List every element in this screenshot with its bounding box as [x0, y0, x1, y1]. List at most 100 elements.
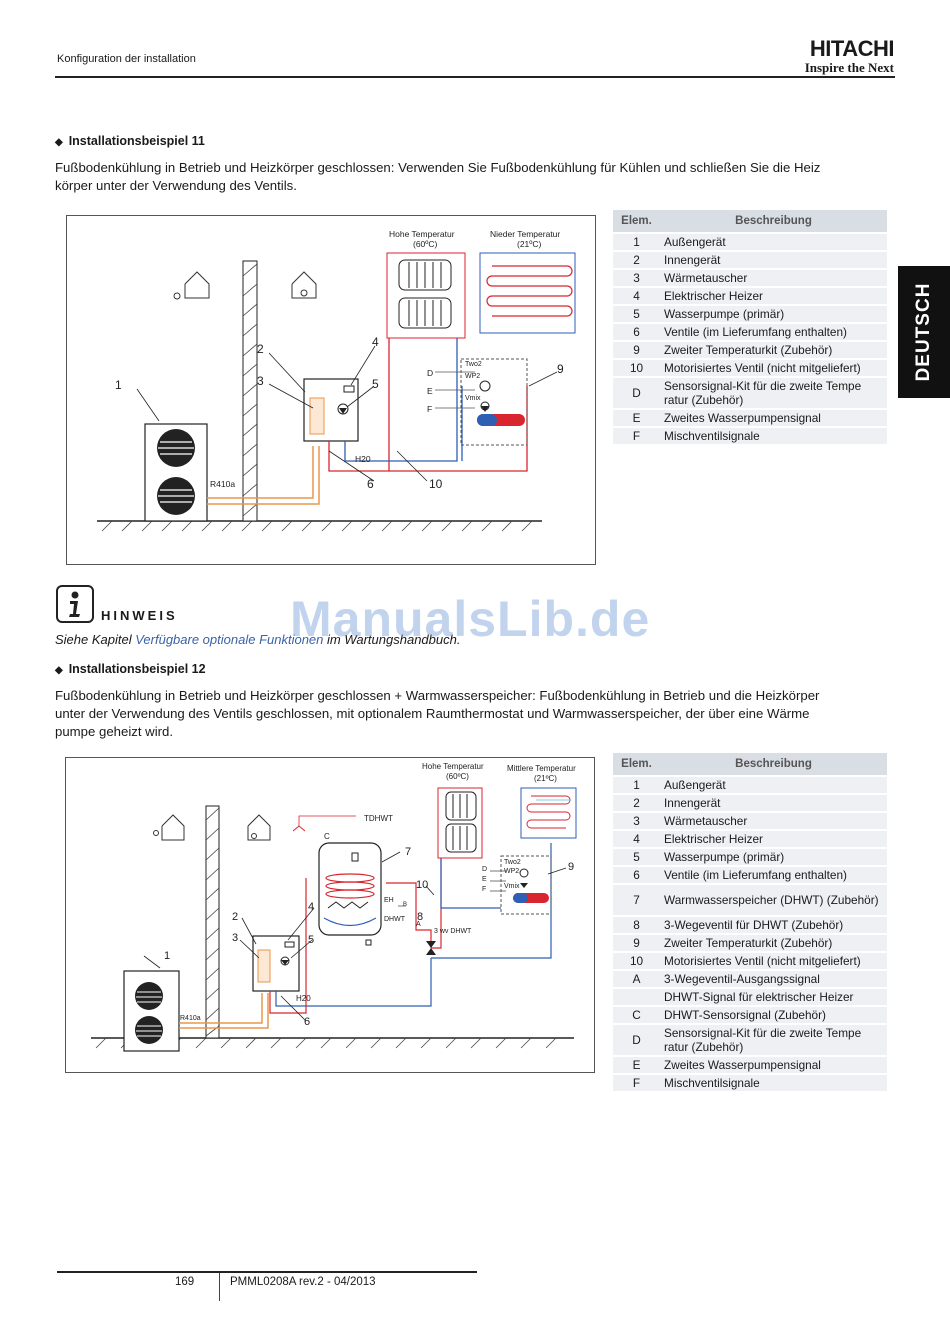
legend-key: D: [613, 1025, 660, 1055]
legend-desc: Motorisiertes Ventil (nicht mitgeliefert…: [660, 953, 887, 969]
label-r410a: R410a: [180, 1015, 201, 1022]
legend-desc: Ventile (im Lieferumfang enthalten): [660, 867, 887, 883]
callout-6: 6: [304, 1016, 310, 1028]
legend-desc: 3-Wegeventil-Ausgangssignal: [660, 971, 887, 987]
legend-row: DHWT-Signal für elektrischer Heizer: [613, 989, 887, 1005]
legend-key: F: [613, 1075, 660, 1091]
callout-10: 10: [416, 879, 428, 891]
house-icon: [173, 271, 317, 300]
legend-desc: Zweites Wasserpumpensignal: [660, 1057, 887, 1073]
diamond-bullet-icon: ◆: [55, 137, 63, 148]
hint-link[interactable]: Verfügbare optionale Funktionen: [135, 632, 324, 647]
dhw-tank: [318, 842, 382, 936]
callout-3: 3: [257, 374, 264, 388]
legend-desc: Außengerät: [660, 777, 887, 793]
diagram-example11: Hohe Temperatur (60ºC) Nieder Temperatur…: [66, 215, 596, 565]
label-wp2: WP2: [465, 373, 480, 380]
hint-text-post: im Wartungshandbuch.: [323, 632, 461, 647]
legend-key: E: [613, 410, 660, 426]
label-nieder-temperatur: Nieder Temperatur: [490, 229, 560, 239]
footer-separator: [219, 1273, 220, 1301]
legend-desc: Wärmetauscher: [660, 813, 887, 829]
label-two2: Two2: [504, 859, 521, 866]
legend-key: 4: [613, 288, 660, 304]
label-e: E: [427, 386, 433, 396]
callout-2: 2: [232, 911, 238, 923]
legend-desc: Sensorsignal-Kit für die zweite Tempe ra…: [660, 1025, 887, 1055]
legend-key: 3: [613, 270, 660, 286]
example11-line2: körper unter der Verwendung des Ventils.: [55, 178, 297, 193]
legend-key: 5: [613, 306, 660, 322]
legend-desc: Motorisiertes Ventil (nicht mitgeliefert…: [660, 360, 887, 376]
label-hohe-temperatur-value: (60ºC): [413, 239, 438, 249]
language-tab: DEUTSCH: [898, 266, 950, 398]
hint-title: HINWEIS: [101, 608, 178, 623]
legend-key: [613, 989, 660, 1005]
info-icon: [56, 585, 94, 623]
label-f: F: [427, 404, 432, 414]
label-b: B: [403, 902, 407, 908]
label-tdhwt: TDHWT: [364, 814, 393, 823]
callout-6: 6: [367, 477, 374, 491]
callout-10: 10: [429, 477, 443, 491]
legend-key: 2: [613, 252, 660, 268]
example12-heading-text: Installationsbeispiel 12: [68, 662, 206, 676]
legend-desc: Mischventilsignale: [660, 1075, 887, 1091]
legend-desc: Mischventilsignale: [660, 428, 887, 444]
logo-main-text: HITACHI: [809, 36, 895, 61]
example12-heading: ◆Installationsbeispiel 12: [55, 662, 206, 676]
legend-key: C: [613, 1007, 660, 1023]
logo-sub-text: Inspire the Next: [804, 60, 894, 75]
house-icon: [153, 814, 271, 841]
legend-key: 8: [613, 917, 660, 933]
label-r410a: R410a: [210, 479, 235, 489]
legend-desc: 3-Wegeventil für DHWT (Zubehör): [660, 917, 887, 933]
radiator: [386, 252, 466, 339]
legend-desc: Elektrischer Heizer: [660, 288, 887, 304]
label-mittlere-temperatur-value: (21ºC): [534, 774, 557, 783]
label-f: F: [482, 886, 486, 893]
callout-4: 4: [308, 901, 314, 913]
label-c: C: [324, 832, 330, 841]
label-hohe-temperatur-value: (60ºC): [446, 772, 469, 781]
diagram12-svg: Hohe Temperatur (60ºC) Mittlere Temperat…: [91, 762, 577, 1052]
label-mittlere-temperatur: Mittlere Temperatur: [507, 764, 576, 773]
label-dhwt: DHWT: [384, 916, 406, 923]
floor-loop: [479, 252, 576, 334]
hitachi-logo: HITACHI Inspire the Next: [804, 36, 895, 76]
legend-key: 10: [613, 953, 660, 969]
example12-line3: pumpe geheizt wird.: [55, 724, 174, 739]
diagram-example12: Hohe Temperatur (60ºC) Mittlere Temperat…: [65, 757, 595, 1073]
legend-key: 9: [613, 935, 660, 951]
legend-col-desc: Beschreibung: [660, 210, 887, 232]
language-tab-label: DEUTSCH: [913, 282, 934, 382]
diagram11-svg: Hohe Temperatur (60ºC) Nieder Temperatur…: [97, 229, 576, 532]
label-a: A: [416, 921, 421, 928]
label-vmix: Vmix: [465, 395, 481, 402]
legend-desc: Warmwasserspeicher (DHWT) (Zubehör): [660, 885, 887, 915]
page-number: 169: [175, 1276, 195, 1288]
legend-desc: DHWT-Sensorsignal (Zubehör): [660, 1007, 887, 1023]
legend-desc: Wasserpumpe (primär): [660, 306, 887, 322]
legend-col-desc: Beschreibung: [660, 753, 887, 775]
legend-key: 6: [613, 867, 660, 883]
legend-key: 1: [613, 234, 660, 250]
legend-key: 9: [613, 342, 660, 358]
callout-5: 5: [308, 934, 314, 946]
label-two2: Two2: [465, 361, 482, 368]
legend-key: 7: [613, 885, 660, 915]
callout-9: 9: [557, 362, 564, 376]
legend-desc: Wasserpumpe (primär): [660, 849, 887, 865]
legend-key: 3: [613, 813, 660, 829]
legend-key: 1: [613, 777, 660, 793]
